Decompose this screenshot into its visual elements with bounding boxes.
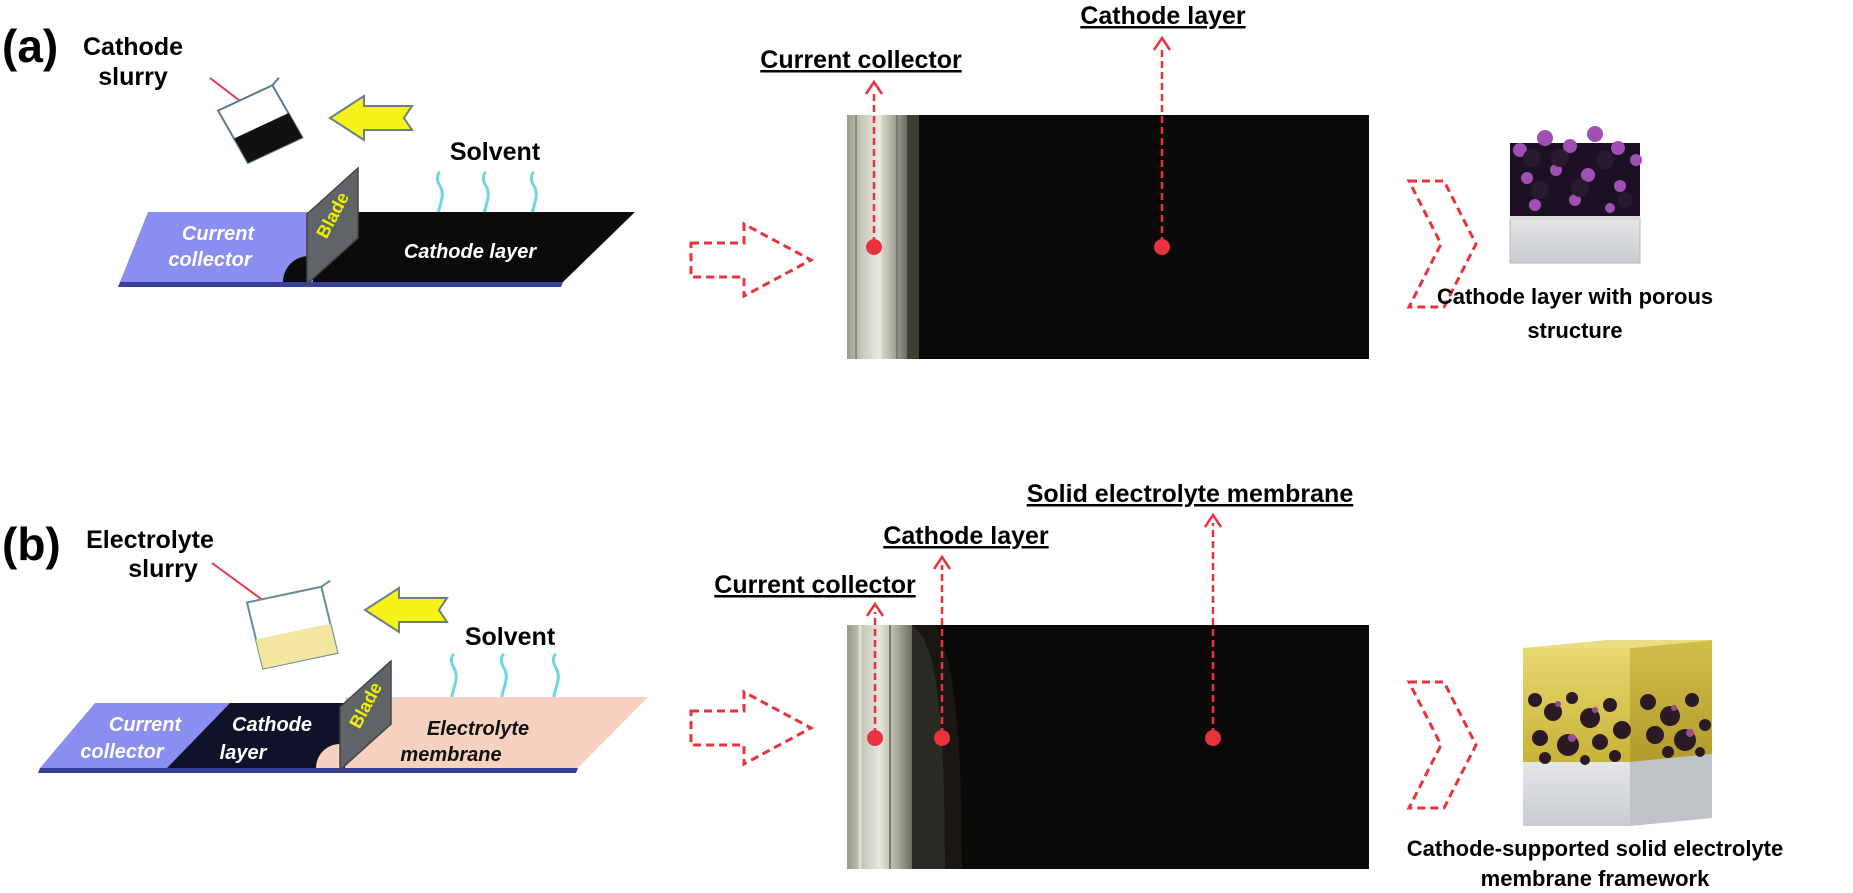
dashed-arrow-b <box>689 689 815 767</box>
panel-a: (a) Cathode slurry Solvent Blade Current <box>2 2 1713 359</box>
bead-b <box>316 744 340 768</box>
solvent-label-a: Solvent <box>450 138 541 166</box>
current-collector-strip-b <box>40 703 230 768</box>
result-caption-a-line1: Cathode layer with porous <box>1437 284 1713 309</box>
direction-arrow-a <box>328 94 414 142</box>
dot-membrane-b <box>1205 730 1221 746</box>
dot-cathode-b <box>934 730 950 746</box>
dot-current-collector-a <box>866 239 882 255</box>
photo-label-membrane-b: Solid electrolyte membrane <box>1027 480 1354 508</box>
pointer-heads-b <box>865 512 1223 617</box>
beaker-a <box>216 77 304 165</box>
current-collector-label-a-line1: Current <box>182 223 256 245</box>
photo-label-current-collector-b: Current collector <box>714 571 916 599</box>
direction-arrow-b <box>363 586 449 634</box>
current-collector-label-b-line2: collector <box>80 741 165 763</box>
cathode-strip-b <box>167 703 345 768</box>
current-collector-strip-a <box>120 212 313 282</box>
substrate-edge-a <box>118 282 563 287</box>
pointer-lines-a <box>872 46 1164 244</box>
membrane-label-b-line1: Electrolyte <box>427 718 529 740</box>
pointer-heads-a <box>864 35 1172 95</box>
dot-current-collector-b <box>867 730 883 746</box>
cross-section-photo-a <box>847 115 1369 359</box>
cathode-strip-a <box>313 212 635 282</box>
substrate-edge-b <box>38 768 578 773</box>
bead-a <box>283 256 309 282</box>
result-caption-b-line2: membrane framework <box>1481 866 1710 891</box>
current-collector-label-b-line1: Current <box>109 714 183 736</box>
blade-b <box>339 659 392 772</box>
photo-label-cathode-b: Cathode layer <box>883 522 1049 550</box>
result-caption-b-line1: Cathode-supported solid electrolyte <box>1407 836 1784 861</box>
solvent-label-b: Solvent <box>465 623 556 651</box>
panel-b-label: (b) <box>2 518 61 570</box>
slurry-label-a-line2: slurry <box>98 63 168 91</box>
slurry-label-b-line1: Electrolyte <box>86 526 214 554</box>
membrane-framework-box <box>1523 640 1712 826</box>
porous-cathode-box <box>1509 126 1642 264</box>
panel-a-label: (a) <box>2 20 58 72</box>
cathode-layer-label-b-line2: layer <box>220 742 268 764</box>
beaker-b <box>245 579 339 670</box>
panel-b: (b) Electrolyte slurry Solvent Blade Cur… <box>2 480 1783 891</box>
vapor-lines-b <box>449 652 560 709</box>
dashed-arrow-a <box>689 221 815 299</box>
chevron-b <box>1406 680 1478 810</box>
cathode-layer-label-a: Cathode layer <box>404 241 537 263</box>
membrane-strip-b <box>345 697 648 768</box>
current-collector-label-a-line2: collector <box>168 249 253 271</box>
cross-section-photo-b <box>847 625 1369 869</box>
slurry-label-b-line2: slurry <box>128 555 198 583</box>
result-caption-a-line2: structure <box>1527 318 1622 343</box>
dot-cathode-a <box>1154 239 1170 255</box>
pointer-lines-b <box>873 523 1215 735</box>
blade-a <box>306 166 359 286</box>
photo-label-current-collector-a: Current collector <box>760 46 962 74</box>
slurry-label-a-line1: Cathode <box>83 33 183 61</box>
cathode-layer-label-b-line1: Cathode <box>232 714 312 736</box>
photo-label-cathode-a: Cathode layer <box>1080 2 1246 30</box>
membrane-label-b-line2: membrane <box>400 744 501 766</box>
chevron-a <box>1406 179 1478 309</box>
